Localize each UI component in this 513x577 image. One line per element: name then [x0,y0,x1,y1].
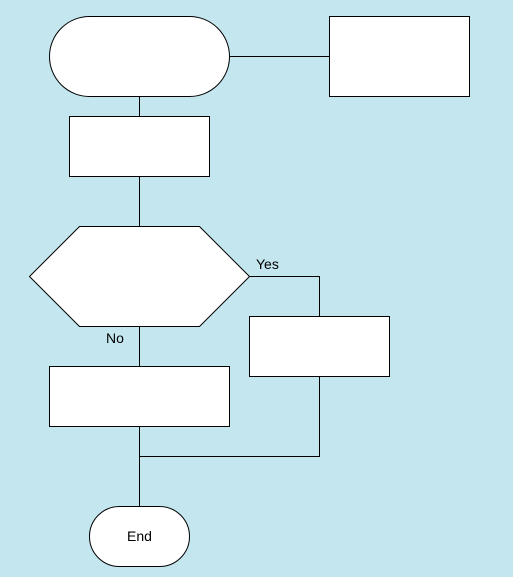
decision-hexagon[interactable] [28,226,251,327]
connector-decision-yes [249,276,320,317]
process-box[interactable] [69,116,210,177]
connector-yes-box-to-merge [139,376,320,457]
end-terminal-label: End [127,528,152,544]
no-branch-box[interactable] [49,366,230,427]
yes-branch-box[interactable] [249,316,390,377]
side-box[interactable] [329,16,470,97]
no-edge-label: No [106,330,124,346]
connectors [139,56,330,507]
start-terminal[interactable] [49,16,230,97]
yes-edge-label: Yes [256,256,279,272]
end-terminal[interactable]: End [89,506,190,567]
